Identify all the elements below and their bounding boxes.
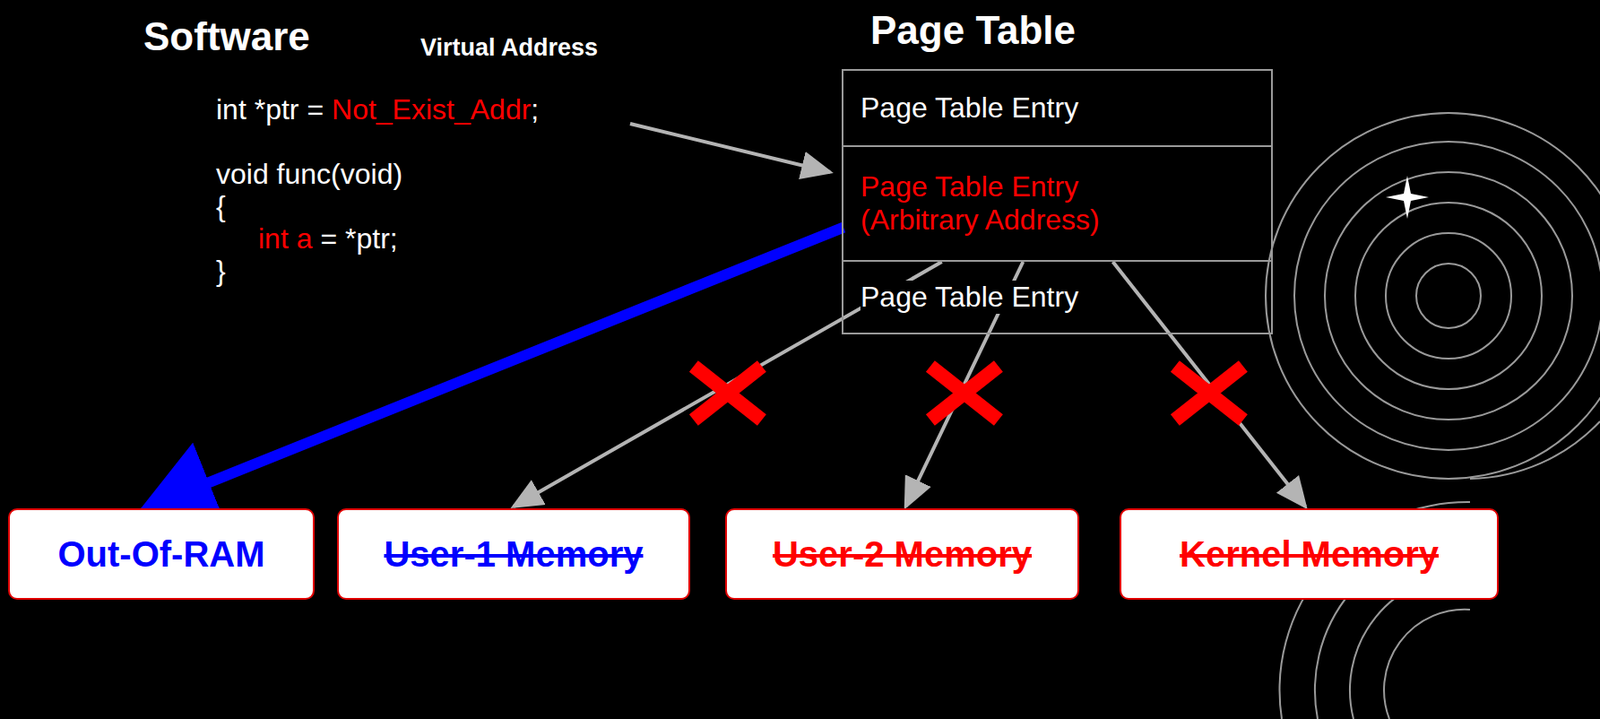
section-subheading: Virtual Address [420, 34, 598, 62]
code-line: { [216, 190, 226, 224]
memory-label: Kernel Memory [1179, 534, 1439, 575]
code-token: ; [530, 93, 539, 126]
code-line: int a= *ptr; [258, 222, 398, 256]
table-heading: Page Table [870, 8, 1076, 53]
blocked-mark [693, 366, 762, 421]
code-line: int *ptr =Not_Exist_Addr; [216, 93, 539, 127]
blocked-mark [930, 366, 999, 421]
page-table-entry: Page Table Entry [843, 70, 1272, 148]
memory-box: Out-Of-RAM [8, 508, 315, 600]
page-table-entry: Page Table Entry [843, 261, 1272, 333]
page-mapping-arrow [1113, 261, 1306, 507]
code-token: } [216, 254, 226, 287]
code-token: = *ptr; [320, 222, 398, 255]
page-mapping-arrow [148, 227, 844, 507]
code-line: } [216, 254, 226, 288]
entry-text: Page Table Entry [860, 91, 1079, 125]
memory-box: Kernel Memory [1119, 508, 1499, 600]
code-line: void func(void) [216, 157, 403, 191]
page-table-entry: Page Table Entry (Arbitrary Address) [843, 147, 1272, 262]
memory-box: User-2 Memory [725, 508, 1080, 600]
memory-label: User-1 Memory [383, 534, 643, 575]
concentric-rings [1265, 112, 1600, 719]
entry-text: Page Table Entry [860, 280, 1079, 314]
page-table: Page TablePage Table EntryPage Table Ent… [841, 69, 1273, 335]
code-token: Not_Exist_Addr [331, 93, 531, 126]
memory-label: User-2 Memory [772, 534, 1032, 575]
entry-text: Page Table Entry (Arbitrary Address) [860, 170, 1148, 237]
code-token: int a [258, 222, 312, 255]
section-heading: Software [143, 14, 311, 60]
code-token: void func(void) [216, 157, 403, 191]
memory-box: User-1 Memory [337, 508, 691, 600]
blocked-mark [1175, 366, 1244, 421]
pointer-arrow [630, 123, 831, 173]
memory-label: Out-Of-RAM [57, 534, 265, 575]
sparkle [1385, 175, 1429, 219]
code-token: int *ptr = [216, 93, 324, 126]
code-token: { [216, 190, 226, 223]
